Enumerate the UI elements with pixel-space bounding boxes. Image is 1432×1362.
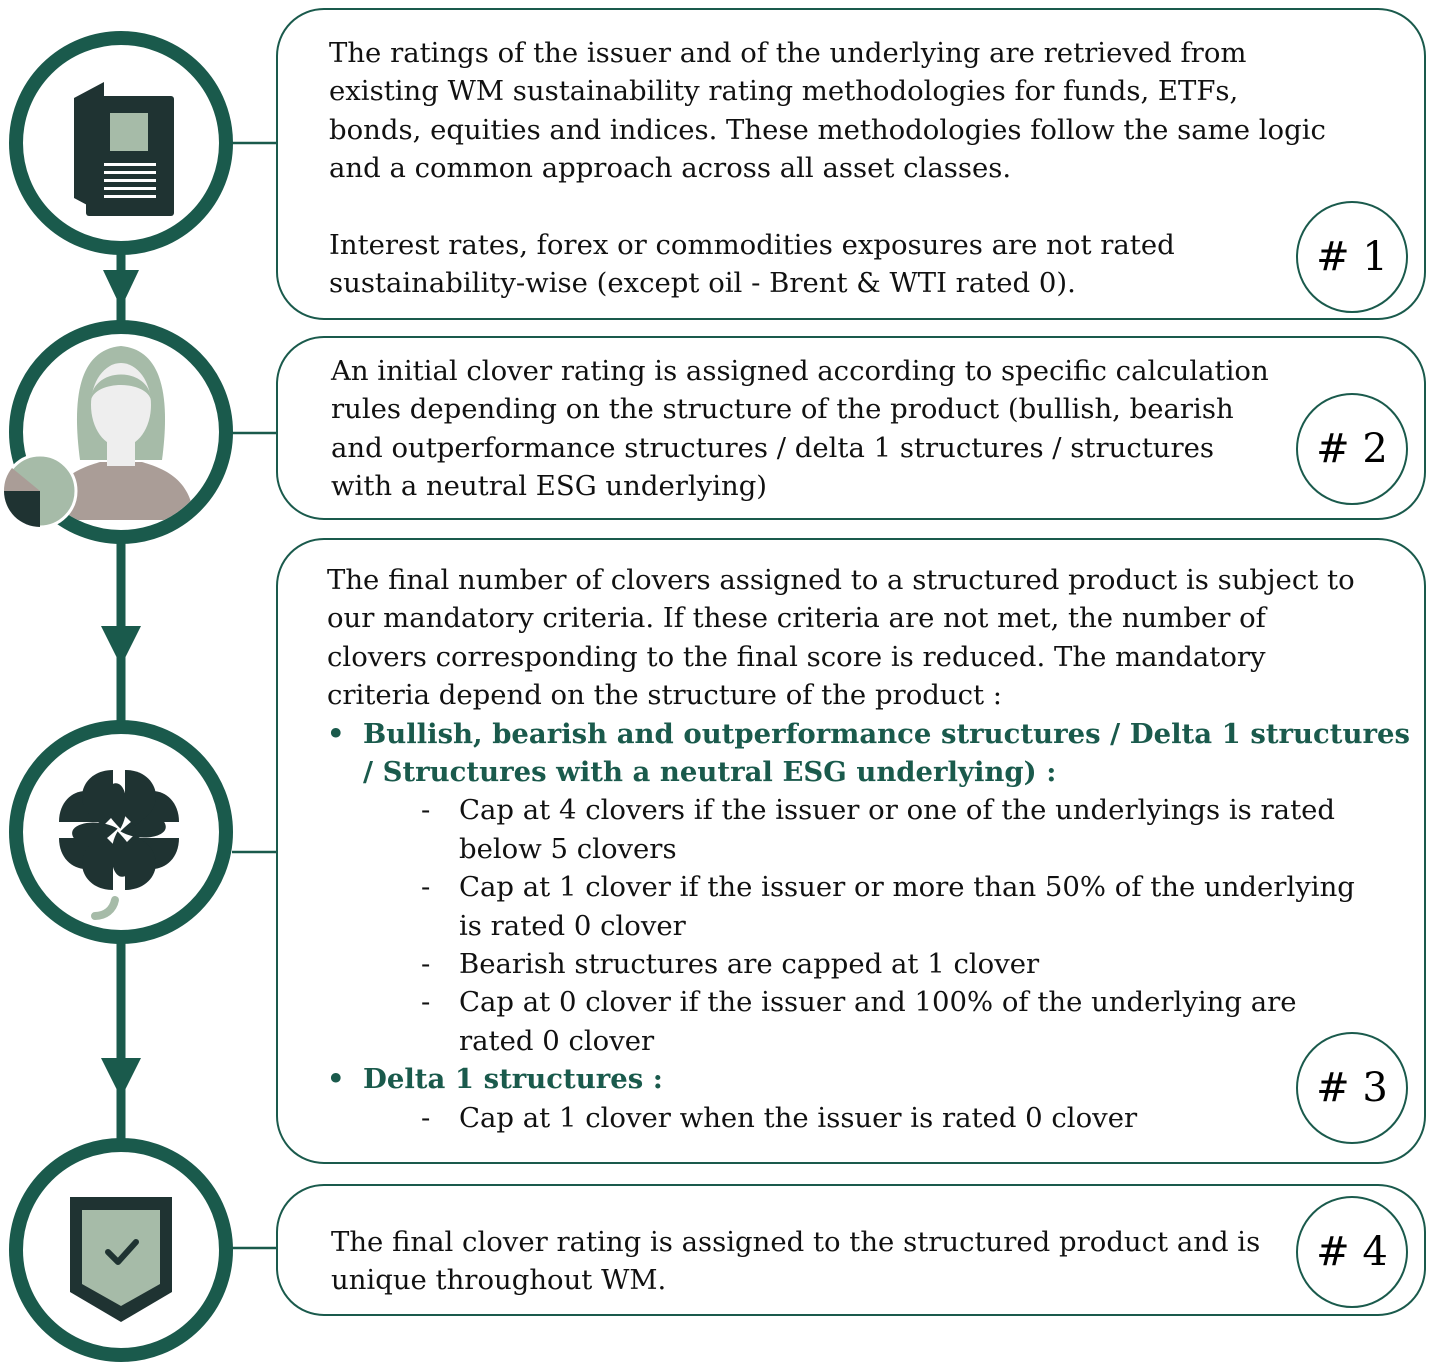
step-2-line: rules depending on the structure of the … — [331, 393, 1234, 426]
step-4-line: unique throughout WM. — [331, 1264, 667, 1297]
dash-icon: - — [421, 986, 431, 1019]
criteria-item-line: Cap at 1 clover when the issuer is rated… — [459, 1101, 1138, 1134]
dash-icon: - — [421, 871, 431, 904]
step-2-line: with a neutral ESG underlying) — [331, 470, 768, 503]
dash-icon: - — [421, 794, 431, 827]
criteria-group-title-line: Delta 1 structures : — [363, 1063, 663, 1096]
arrow-down-icon — [101, 626, 141, 666]
step-1-badge: # 1 — [1296, 201, 1408, 313]
step-1-text: The ratings of the issuer and of the und… — [329, 34, 1326, 303]
step-2-badge: # 2 — [1296, 393, 1408, 505]
criteria-item: -Cap at 0 clover if the issuer and 100% … — [327, 983, 1410, 1021]
criteria-item: -Cap at 1 clover when the issuer is rate… — [327, 1099, 1410, 1137]
step-4-circle — [9, 1138, 233, 1362]
bullet-icon: • — [327, 1063, 345, 1096]
step-3-badge: # 3 — [1296, 1032, 1408, 1144]
step-1-line: bonds, equities and indices. These metho… — [329, 113, 1326, 146]
shield-check-icon — [70, 1197, 172, 1322]
step-1-line: existing WM sustainability rating method… — [329, 75, 1239, 108]
criteria-item-line: rated 0 clover — [459, 1024, 655, 1057]
arrow-down-icon — [101, 1058, 141, 1098]
criteria-group-title: • Bullish, bearish and outperformance str… — [327, 715, 1410, 753]
criteria-item: -Cap at 4 clovers if the issuer or one o… — [327, 791, 1410, 829]
step-2-circle — [2, 320, 233, 544]
step-3-box: The final number of clovers assigned to … — [276, 538, 1426, 1164]
criteria-item-line: is rated 0 clover — [459, 909, 686, 942]
dash-icon: - — [421, 948, 431, 981]
step-3-intro-line: criteria depend on the structure of the … — [327, 679, 1003, 712]
step-1-circle — [9, 31, 233, 255]
document-icon — [74, 82, 174, 216]
step-1-line: and a common approach across all asset c… — [329, 152, 1012, 185]
step-3-intro-line: clovers corresponding to the final score… — [327, 640, 1266, 673]
criteria-item: rated 0 clover — [327, 1022, 1410, 1060]
step-1-line: sustainability-wise (except oil - Brent … — [329, 267, 1076, 300]
criteria-item: below 5 clovers — [327, 830, 1410, 868]
step-1-spacer — [329, 188, 1326, 226]
criteria-item-line: Cap at 1 clover if the issuer or more th… — [459, 871, 1355, 904]
clover-icon — [59, 770, 179, 920]
pie-chart-icon — [2, 453, 78, 529]
criteria-item: -Cap at 1 clover if the issuer or more t… — [327, 868, 1410, 906]
person-icon — [48, 346, 194, 520]
step-4-text: The final clover rating is assigned to t… — [331, 1223, 1260, 1300]
step-2-line: and outperformance structures / delta 1 … — [331, 431, 1215, 464]
step-3-circle — [9, 720, 233, 944]
criteria-item-line: below 5 clovers — [459, 832, 677, 865]
criteria-group-title-line: Bullish, bearish and outperformance stru… — [363, 717, 1410, 750]
step-4-box: The final clover rating is assigned to t… — [276, 1184, 1426, 1316]
step-3-intro-line: our mandatory criteria. If these criteri… — [327, 602, 1266, 635]
step-2-box: An initial clover rating is assigned acc… — [276, 336, 1426, 520]
step-4-line: The final clover rating is assigned to t… — [331, 1226, 1261, 1258]
criteria-group-title-line: / Structures with a neutral ESG underlyi… — [363, 756, 1057, 789]
criteria-item-line: Bearish structures are capped at 1 clove… — [459, 948, 1040, 981]
step-2-text: An initial clover rating is assigned acc… — [331, 352, 1269, 506]
step-1-line: The ratings of the issuer and of the und… — [329, 37, 1247, 69]
arrow-down-icon — [103, 270, 139, 308]
step-4-badge: # 4 — [1296, 1196, 1408, 1308]
step-3-text: The final number of clovers assigned to … — [327, 561, 1410, 1137]
bullet-icon: • — [327, 717, 345, 750]
criteria-item: is rated 0 clover — [327, 907, 1410, 945]
dash-icon: - — [421, 1101, 431, 1134]
criteria-item-line: Cap at 4 clovers if the issuer or one of… — [459, 794, 1335, 827]
criteria-group-title: • Delta 1 structures : — [327, 1060, 1410, 1098]
criteria-item-line: Cap at 0 clover if the issuer and 100% o… — [459, 986, 1297, 1019]
criteria-item: -Bearish structures are capped at 1 clov… — [327, 945, 1410, 983]
step-3-intro-line: The final number of clovers assigned to … — [327, 564, 1355, 596]
step-2-line: An initial clover rating is assigned acc… — [331, 355, 1269, 387]
criteria-group-title: / Structures with a neutral ESG underlyi… — [327, 753, 1410, 791]
step-1-box: The ratings of the issuer and of the und… — [276, 8, 1426, 320]
step-1-line: Interest rates, forex or commodities exp… — [329, 229, 1175, 262]
